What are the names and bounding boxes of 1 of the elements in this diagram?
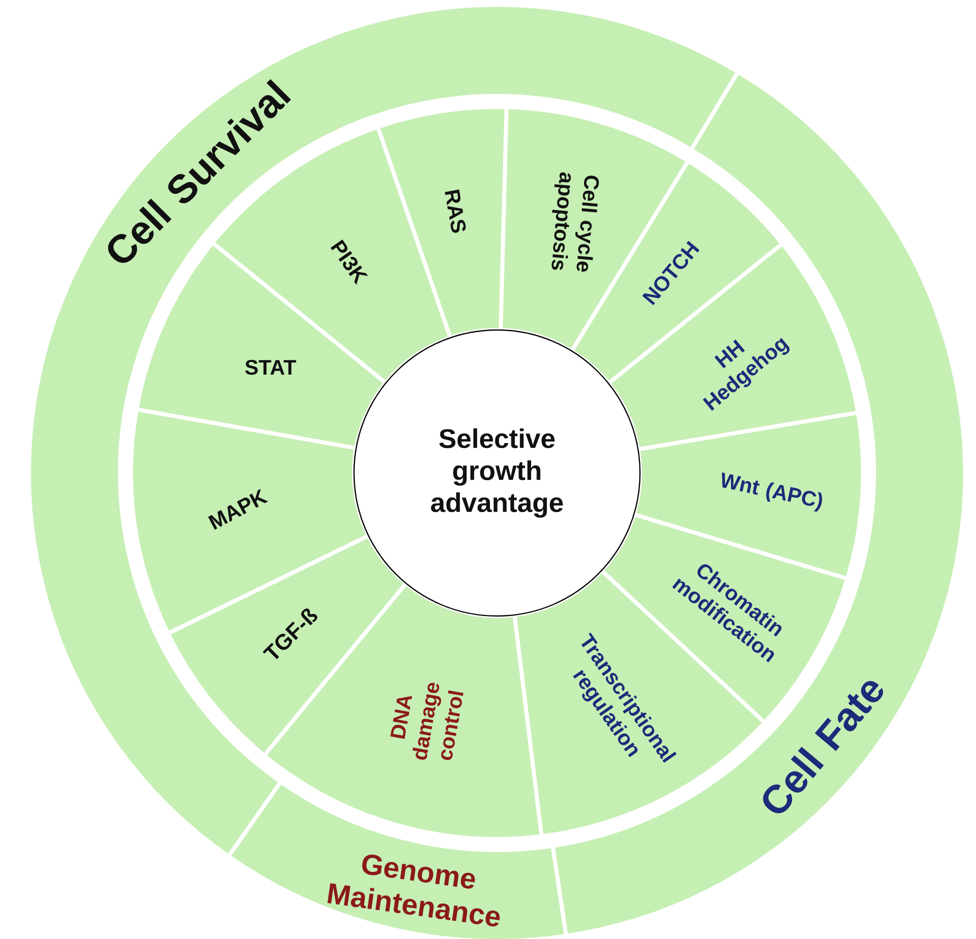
pathway-segment: RAS xyxy=(376,105,509,340)
